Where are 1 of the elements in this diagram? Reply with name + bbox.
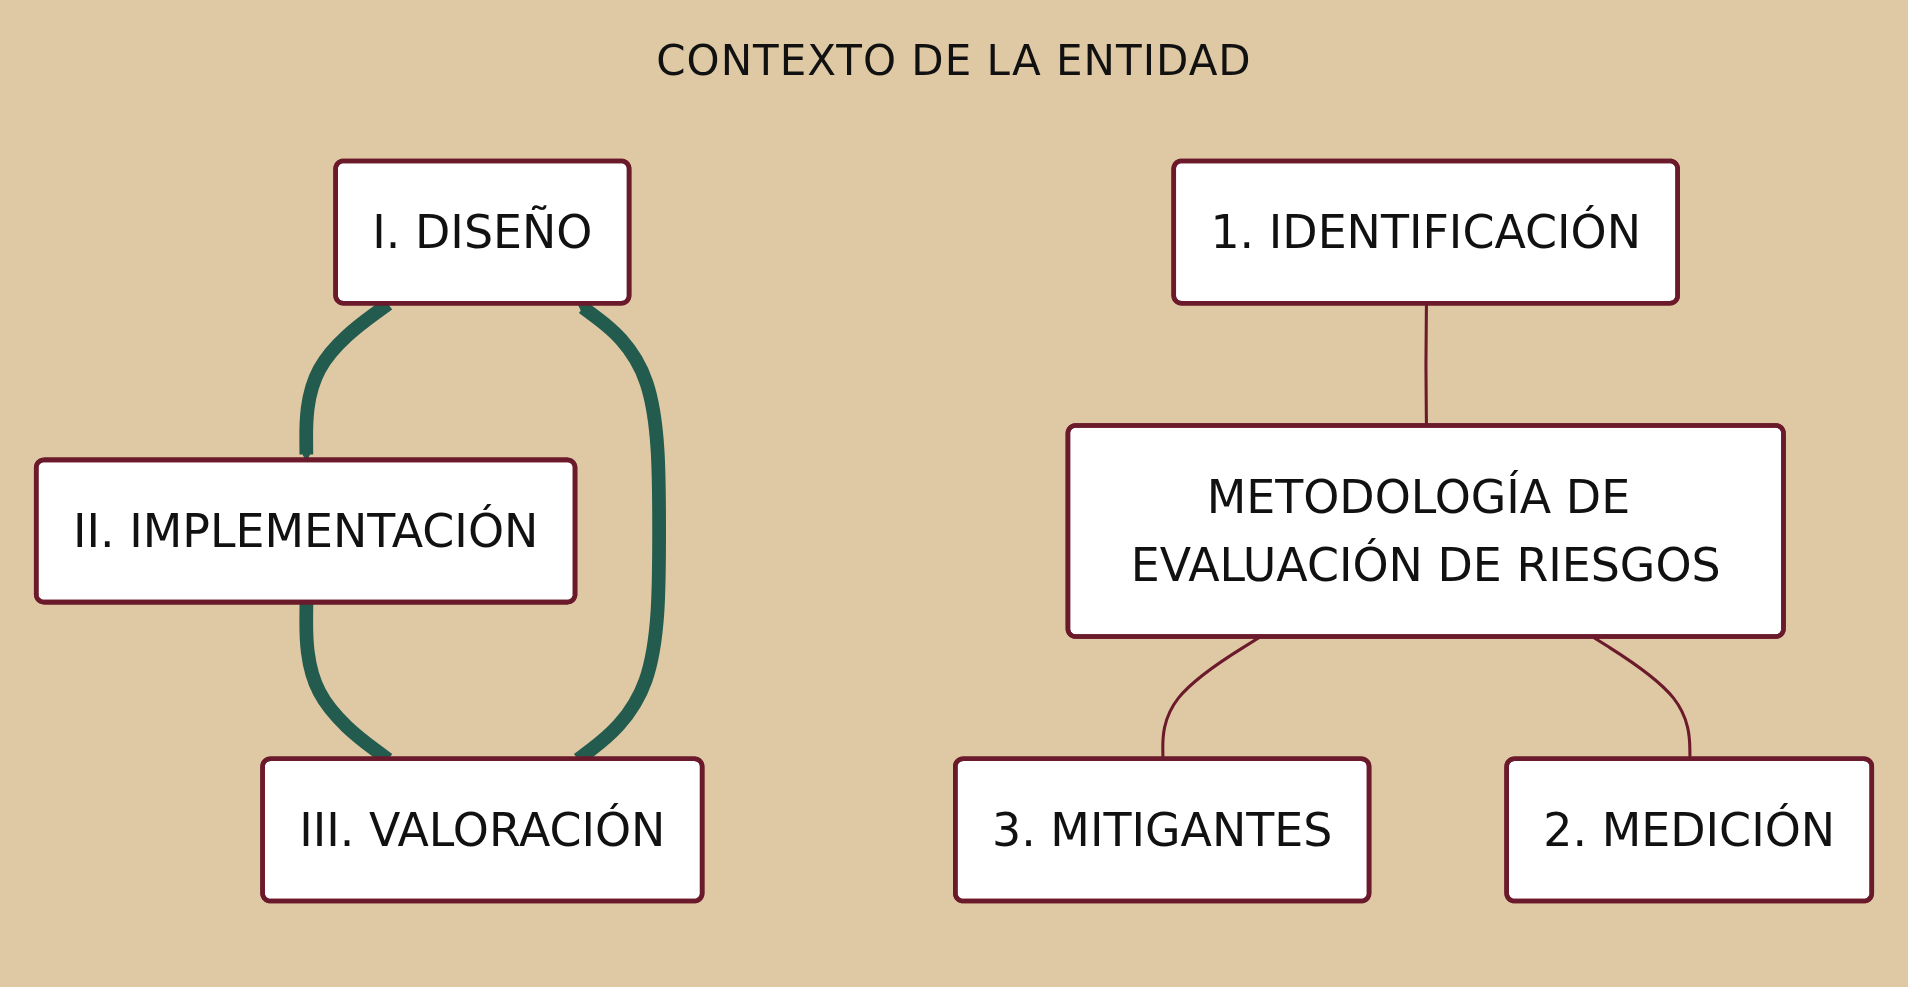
diagram-title: CONTEXTO DE LA ENTIDAD [655,35,1253,87]
